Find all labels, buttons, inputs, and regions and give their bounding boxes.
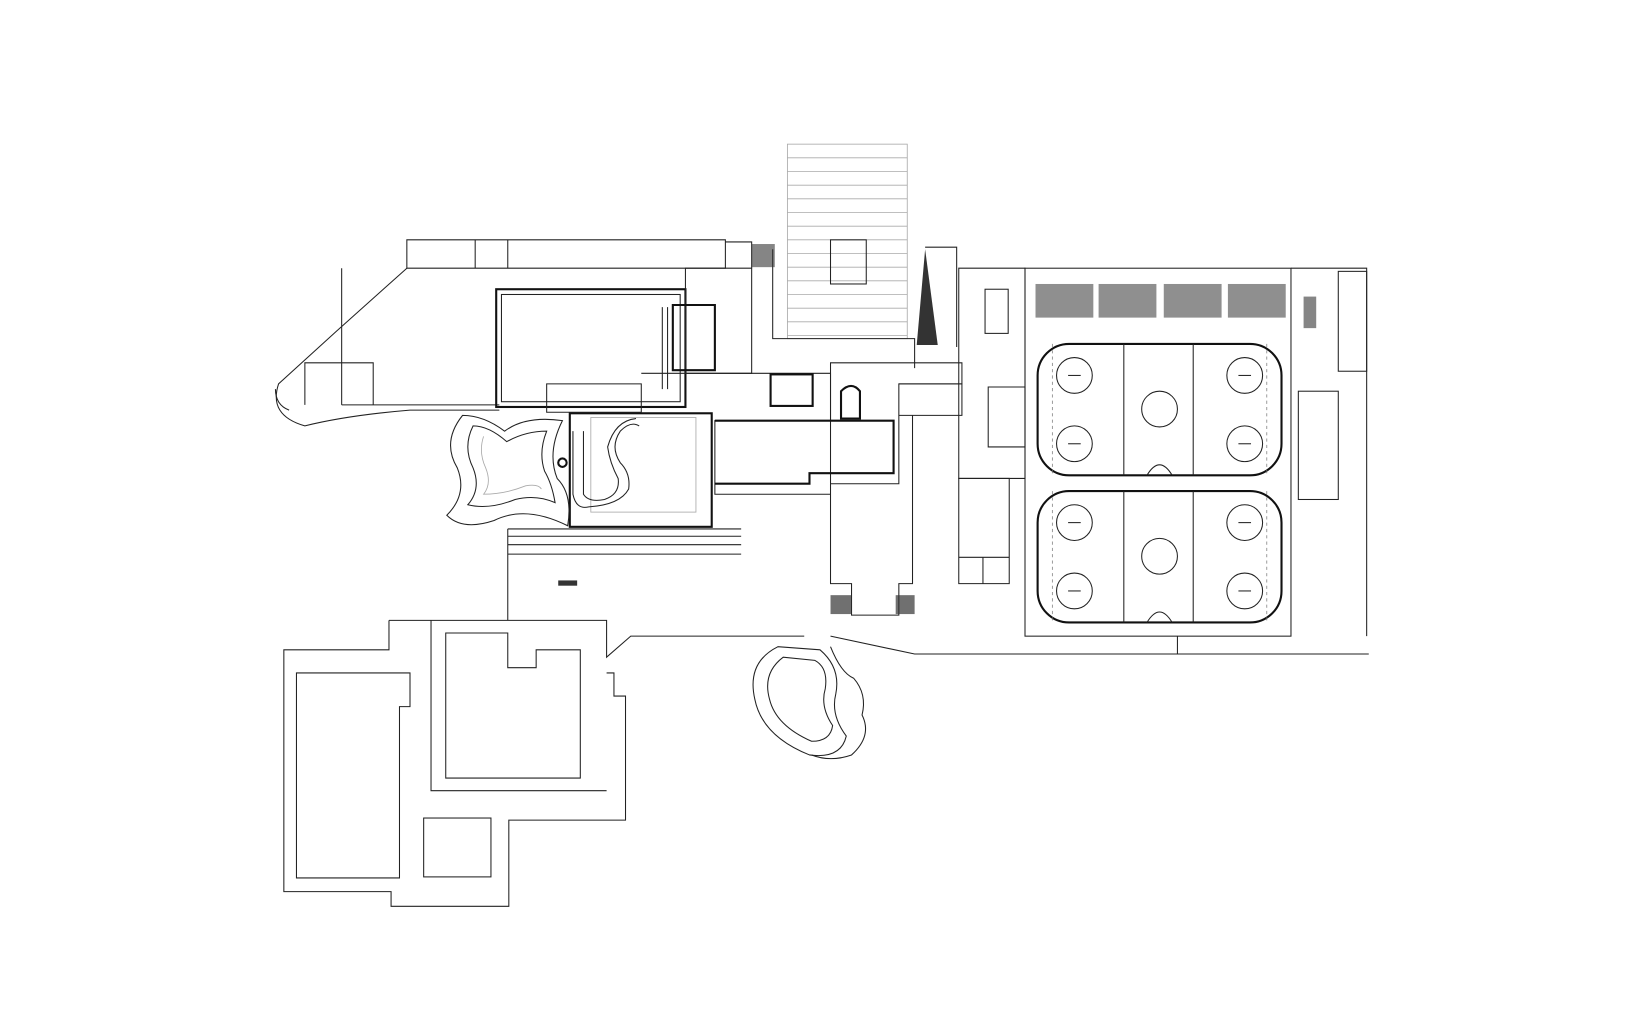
rink-boards <box>1036 490 1283 624</box>
center-circle <box>1141 537 1178 575</box>
west-wing <box>274 239 775 427</box>
referee-crease <box>1146 464 1173 476</box>
faceoff-circle <box>1056 504 1093 542</box>
lazy-river <box>446 414 570 527</box>
rink-boards <box>1036 342 1283 477</box>
faceoff-circle <box>1226 504 1264 542</box>
faceoff-circle <box>1056 425 1093 463</box>
ice-rinks <box>1024 267 1368 655</box>
bleachers <box>1035 283 1286 318</box>
terrace <box>507 528 742 621</box>
faceoff-circle <box>1226 572 1264 610</box>
faceoff-circle <box>1056 357 1093 394</box>
faceoff-circle <box>1226 425 1264 463</box>
ice-rink <box>1036 490 1283 624</box>
referee-crease <box>1146 611 1173 623</box>
pool-hall <box>546 372 832 528</box>
ice-rink <box>1036 342 1283 477</box>
south-site <box>283 619 1369 907</box>
center-circle <box>1141 390 1178 428</box>
faceoff-circle <box>1226 357 1264 394</box>
service-block <box>958 267 1026 585</box>
tower-roof <box>772 143 958 369</box>
faceoff-circle <box>1056 572 1093 610</box>
central-core <box>714 362 963 616</box>
